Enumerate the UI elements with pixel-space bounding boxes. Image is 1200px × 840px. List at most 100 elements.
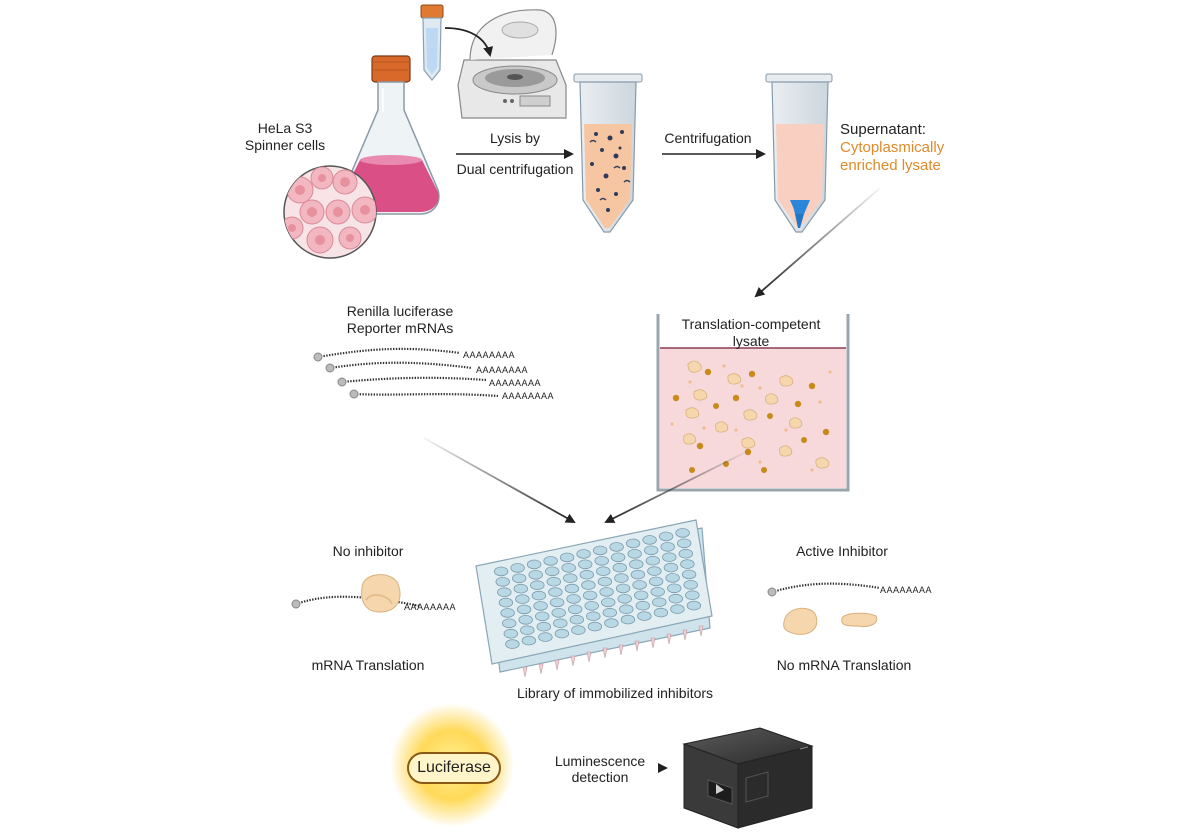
reporter-mrnas <box>317 347 499 398</box>
lysate-tube-icon <box>573 73 643 233</box>
library-label: Library of immobilized inhibitors <box>516 685 714 701</box>
plate-well <box>505 639 520 649</box>
plate-well <box>630 569 646 580</box>
plate-well <box>546 576 562 587</box>
plate-well <box>642 535 657 545</box>
plate-tips <box>522 625 704 678</box>
lysate-to-plate-arrow <box>604 451 747 523</box>
plate-well <box>497 587 512 597</box>
supernatant-label: Supernatant: Cytoplasmically enriched ly… <box>840 121 944 175</box>
lysis-label-bottom: Dual centrifugation <box>456 161 574 177</box>
plate-well <box>586 611 601 621</box>
plate-well <box>675 528 690 538</box>
cells-label: HeLa S3 Spinner cells <box>226 120 344 154</box>
plate-well <box>619 604 634 614</box>
plate-well <box>665 573 680 583</box>
polya-tail-1: AAAAAAAA <box>463 350 516 360</box>
plate-well <box>668 593 684 604</box>
plate-well <box>582 590 598 601</box>
plate-well <box>576 549 591 559</box>
plate-well <box>648 576 664 587</box>
luminescence-label-line2: detection <box>571 769 629 785</box>
reporter-label-line2: Reporter mRNAs <box>346 320 454 336</box>
plate-well <box>584 600 599 611</box>
plate-well <box>678 548 694 559</box>
supernatant-tube-icon <box>765 73 833 233</box>
mrna-cap-icons <box>313 352 359 399</box>
plate-well <box>596 566 611 576</box>
luminescence-label-line1: Luminescence <box>554 753 646 769</box>
plate-well <box>516 604 532 615</box>
plate-well <box>634 590 649 601</box>
plate-well <box>681 569 697 580</box>
plate-well <box>662 552 677 562</box>
supernatant-label-line3: enriched lysate <box>840 157 941 174</box>
centrifuge-icon <box>457 9 567 119</box>
lysate-label: Translation-competent lysate <box>664 316 838 350</box>
plate-well <box>568 604 583 615</box>
cell-culture-magnifier <box>283 165 377 259</box>
plate-well <box>510 563 525 573</box>
ribosome-icon <box>361 574 401 613</box>
plate-well <box>515 594 530 604</box>
plate-well <box>579 569 595 580</box>
plate-well <box>571 625 586 635</box>
plate-well <box>632 580 647 590</box>
inhibited-mrna <box>767 582 881 635</box>
plate-well <box>685 590 700 600</box>
plate-well <box>531 590 547 601</box>
lysate-label-line1: Translation-competent <box>681 316 821 332</box>
plate-well <box>660 541 675 552</box>
polya-tail-4: AAAAAAAA <box>502 391 555 401</box>
mrna-to-plate-arrow <box>423 437 576 523</box>
plate-well <box>614 573 629 583</box>
no-mrna-translation-label: No mRNA Translation <box>776 657 912 673</box>
plate-well <box>592 545 608 556</box>
reporter-label-line1: Renilla luciferase <box>346 303 454 319</box>
reporter-label: Renilla luciferase Reporter mRNAs <box>330 303 470 337</box>
plate-well <box>663 562 679 573</box>
plate-well <box>502 618 517 629</box>
plate-well <box>551 607 566 618</box>
plate-well <box>554 628 570 639</box>
plate-well <box>650 586 665 597</box>
plate-well <box>680 559 695 569</box>
active-inhibitor-label: Active Inhibitor <box>796 543 888 559</box>
polya-tail-3: AAAAAAAA <box>489 378 542 388</box>
molecule-dots <box>672 368 830 473</box>
ribosome-large-subunit-icon <box>783 607 818 635</box>
plate-well <box>528 569 543 580</box>
luminescence-label: Luminescence detection <box>540 753 660 785</box>
plate-well <box>500 608 515 618</box>
polya-tail-translating: AAAAAAAA <box>404 602 457 612</box>
plate-well <box>533 601 548 611</box>
centrifugation-label: Centrifugation <box>664 130 752 146</box>
supernatant-label-line1: Supernatant: <box>840 121 926 138</box>
plate-well <box>627 548 642 559</box>
plate-well <box>652 597 667 607</box>
plate-well <box>670 604 685 614</box>
plate-well <box>535 611 550 622</box>
plate-well <box>615 583 631 594</box>
plate-well <box>536 621 552 632</box>
plate-well <box>658 531 674 542</box>
supernatant-to-lysate-arrow <box>754 187 881 298</box>
plate-well <box>566 594 581 604</box>
lysate-label-line2: lysate <box>732 333 770 349</box>
plate-well <box>637 611 652 621</box>
plate-well <box>548 587 563 597</box>
plate-well <box>635 600 651 611</box>
supernatant-label-line2: Cytoplasmically <box>840 139 945 156</box>
plate-well <box>561 562 576 573</box>
plate-well <box>553 618 568 628</box>
lysate-beaker <box>656 314 850 492</box>
plate-well <box>493 566 509 577</box>
plate-well <box>686 600 702 611</box>
plate-well <box>549 597 565 608</box>
plate-well <box>564 583 580 594</box>
load-tube-arrow <box>444 27 494 57</box>
plate-well <box>538 632 553 642</box>
no-inhibitor-label: No inhibitor <box>332 543 404 559</box>
plate-well <box>617 593 632 604</box>
plate-well <box>602 607 618 618</box>
